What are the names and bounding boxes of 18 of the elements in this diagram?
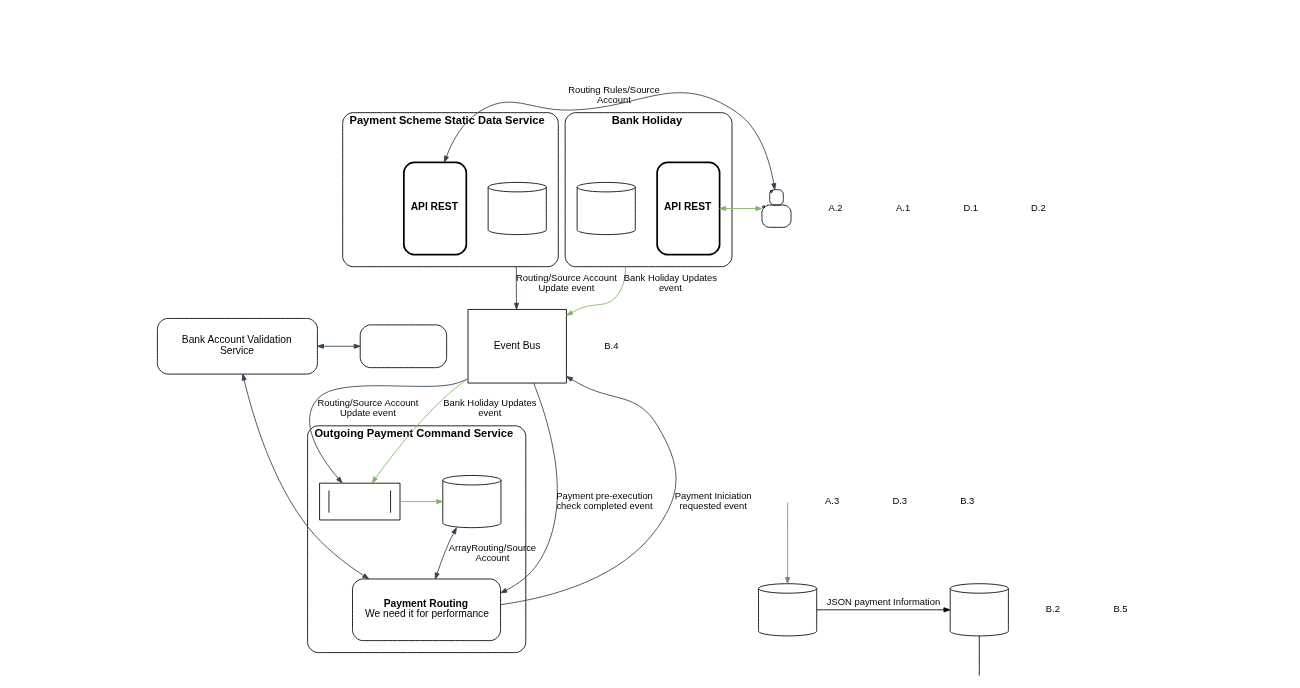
label: A.1 (895, 201, 910, 213)
edge-label: Routing/Source Account Update event (316, 396, 418, 419)
edge-label: Bank Holiday Updates event (623, 272, 717, 294)
label: B.3 (959, 494, 974, 506)
edge-label: JSON payment Information (826, 595, 940, 607)
label: A.3 (824, 494, 839, 506)
label: D.3 (891, 494, 907, 506)
label: B.2 (1045, 603, 1060, 615)
edge-label: Routing/Source Account Update event (515, 272, 617, 294)
edge-label: Routing Rules/Source Account (567, 83, 660, 106)
label: D.2 (1030, 201, 1046, 213)
label: A.2 (827, 201, 843, 213)
edge-label: Payment Iniciation requested event (674, 489, 752, 512)
label: D.1 (962, 201, 978, 213)
label: B.4 (603, 339, 618, 351)
edge-label: Bank Holiday Updates event (442, 396, 536, 419)
edge-label: Payment pre-execution check completed event (555, 489, 653, 512)
label: B.5 (1112, 603, 1128, 615)
